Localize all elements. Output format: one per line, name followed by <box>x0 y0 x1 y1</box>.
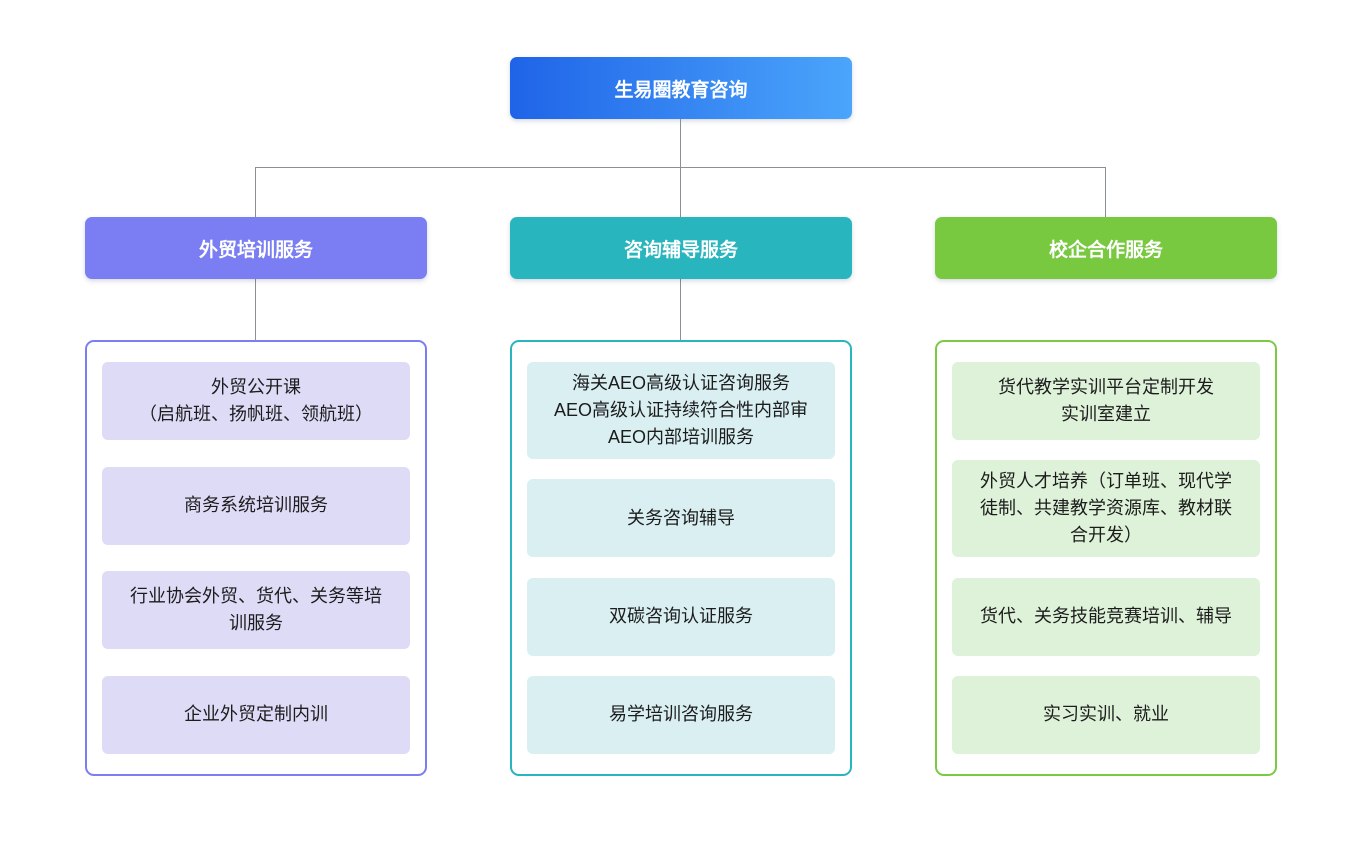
connector-header-container-left <box>255 279 256 340</box>
connector-drop-middle <box>680 167 681 217</box>
list-item: 行业协会外贸、货代、关务等培训服务 <box>102 571 410 650</box>
connector-root-stub <box>680 119 681 167</box>
branch-header-label: 外贸培训服务 <box>198 239 313 261</box>
list-item: 货代教学实训平台定制开发 实训室建立 <box>952 362 1260 440</box>
connector-drop-left <box>255 167 256 217</box>
group-consulting-coaching: 海关AEO高级认证咨询服务 AEO高级认证持续符合性内部审 AEO内部培训服务 … <box>510 340 852 776</box>
list-item: 外贸公开课 （启航班、扬帆班、领航班） <box>102 362 410 440</box>
list-item: 企业外贸定制内训 <box>102 675 410 754</box>
list-item: 易学培训咨询服务 <box>527 675 835 754</box>
root-node-label: 生易圈教育咨询 <box>614 79 748 101</box>
root-node: 生易圈教育咨询 <box>510 57 852 119</box>
group-school-enterprise: 货代教学实训平台定制开发 实训室建立 外贸人才培养（订单班、现代学徒制、共建教学… <box>935 340 1277 776</box>
list-item: 货代、关务技能竞赛培训、辅导 <box>952 577 1260 656</box>
connector-header-container-middle <box>680 279 681 340</box>
list-item: 商务系统培训服务 <box>102 466 410 545</box>
branch-header-label: 校企合作服务 <box>1048 239 1163 261</box>
group-foreign-trade-training: 外贸公开课 （启航班、扬帆班、领航班） 商务系统培训服务 行业协会外贸、货代、关… <box>85 340 427 776</box>
branch-header-foreign-trade-training: 外贸培训服务 <box>85 217 427 279</box>
list-item: 实习实训、就业 <box>952 675 1260 754</box>
branch-header-school-enterprise: 校企合作服务 <box>935 217 1277 279</box>
list-item: 双碳咨询认证服务 <box>527 577 835 656</box>
branch-header-label: 咨询辅导服务 <box>623 239 738 261</box>
list-item: 关务咨询辅导 <box>527 479 835 558</box>
connector-drop-right <box>1105 167 1106 217</box>
list-item: 外贸人才培养（订单班、现代学徒制、共建教学资源库、教材联合开发） <box>952 460 1260 558</box>
list-item: 海关AEO高级认证咨询服务 AEO高级认证持续符合性内部审 AEO内部培训服务 <box>527 362 835 459</box>
branch-header-consulting-coaching: 咨询辅导服务 <box>510 217 852 279</box>
